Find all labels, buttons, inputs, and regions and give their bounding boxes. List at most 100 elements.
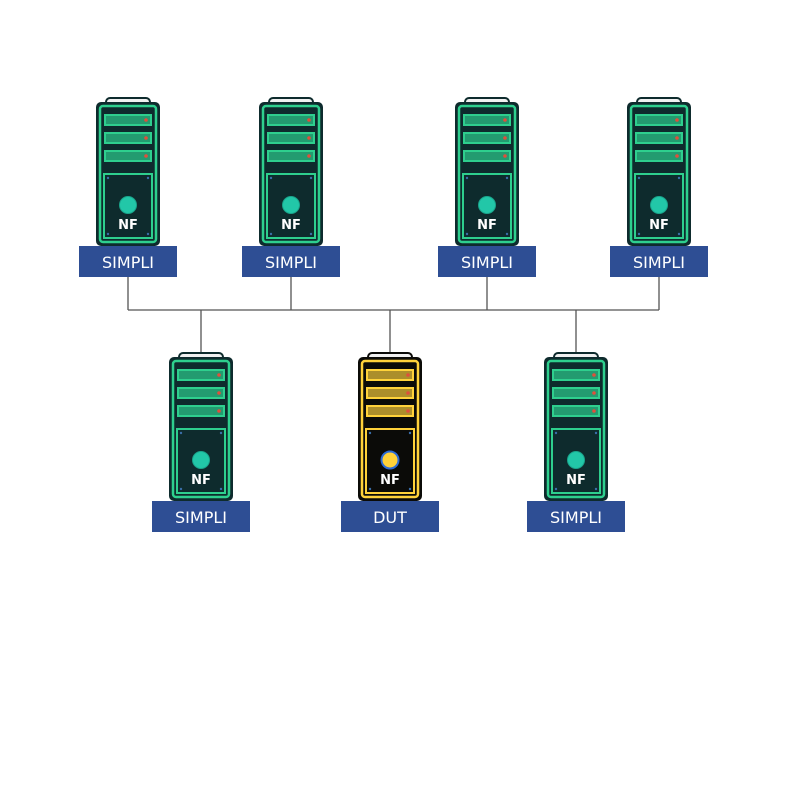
drive-bay-slot	[637, 134, 681, 142]
fan-icon	[282, 196, 300, 214]
drive-bay	[177, 405, 225, 417]
server-nodes: NFSIMPLINFSIMPLINFSIMPLINFSIMPLINFSIMPLI…	[79, 97, 708, 532]
drive-bay	[635, 132, 683, 144]
drive-bay	[635, 114, 683, 126]
node-label-box	[242, 246, 340, 277]
lower-panel	[176, 428, 226, 494]
panel-screw	[408, 487, 412, 491]
panel-screw	[677, 232, 681, 236]
led-indicator	[503, 118, 507, 122]
led-indicator	[503, 154, 507, 158]
drive-bay	[463, 132, 511, 144]
tower-frame	[261, 104, 321, 244]
drive-bay-slot	[637, 116, 681, 124]
led-indicator	[144, 136, 148, 140]
fan-icon	[380, 450, 400, 470]
led-indicator	[217, 409, 221, 413]
drive-bay	[463, 114, 511, 126]
panel-screw	[554, 487, 558, 491]
panel-screw	[465, 232, 469, 236]
fan-icon	[478, 196, 496, 214]
panel-screw	[219, 487, 223, 491]
drive-bay	[366, 387, 414, 399]
node-label: SIMPLI	[102, 253, 154, 272]
drive-bay-slot	[106, 116, 150, 124]
drive-bay	[267, 114, 315, 126]
drive-bay-slot	[106, 134, 150, 142]
tower-frame	[457, 104, 517, 244]
panel-screw	[505, 176, 509, 180]
drive-bay	[552, 369, 600, 381]
panel-screw	[594, 431, 598, 435]
led-indicator	[144, 118, 148, 122]
drive-bay	[177, 387, 225, 399]
node-label: SIMPLI	[175, 508, 227, 527]
fan-icon	[567, 451, 585, 469]
panel-screw	[465, 176, 469, 180]
bus-links	[127, 277, 660, 359]
drive-bay	[366, 405, 414, 417]
panel-screw	[146, 176, 150, 180]
drive-bay	[552, 405, 600, 417]
panel-screw	[179, 487, 183, 491]
node-label: SIMPLI	[265, 253, 317, 272]
nf-badge: NF	[191, 473, 211, 488]
drive-bay-slot	[554, 407, 598, 415]
panel-screw	[637, 176, 641, 180]
tower-frame	[546, 359, 606, 499]
drive-bay	[104, 150, 152, 162]
panel-screw	[677, 176, 681, 180]
tower-frame	[629, 104, 689, 244]
simpli-node-top-1: NF SIMPLI	[79, 97, 177, 277]
drive-bay-slot	[465, 134, 509, 142]
led-indicator	[307, 118, 311, 122]
drive-bay-slot	[179, 407, 223, 415]
simpli-node-top-4: NF SIMPLI	[610, 97, 708, 277]
node-label-box	[527, 501, 625, 532]
tower-frame	[360, 359, 420, 499]
drive-bay	[104, 114, 152, 126]
panel-screw	[594, 487, 598, 491]
panel-screw	[368, 487, 372, 491]
tower-frame	[171, 359, 231, 499]
drive-bay	[635, 150, 683, 162]
panel-screw	[368, 431, 372, 435]
node-label: SIMPLI	[633, 253, 685, 272]
node-label-box	[79, 246, 177, 277]
led-indicator	[503, 136, 507, 140]
drive-bay-slot	[465, 116, 509, 124]
node-label: SIMPLI	[461, 253, 513, 272]
drive-bay-slot	[269, 116, 313, 124]
led-indicator	[406, 373, 410, 377]
led-indicator	[307, 136, 311, 140]
led-indicator	[592, 409, 596, 413]
drive-bay-slot	[554, 389, 598, 397]
drive-bay-slot	[465, 152, 509, 160]
node-label-box	[341, 501, 439, 532]
drive-bay-slot	[269, 152, 313, 160]
drive-bay-slot	[368, 389, 412, 397]
drive-bay	[267, 132, 315, 144]
panel-screw	[554, 431, 558, 435]
tower-frame	[98, 104, 158, 244]
simpli-node-top-2: NF SIMPLI	[242, 97, 340, 277]
simpli-node-bottom-1: NF SIMPLI	[152, 352, 250, 532]
panel-screw	[269, 176, 273, 180]
nf-badge: NF	[118, 218, 138, 233]
led-indicator	[217, 373, 221, 377]
fan-icon	[119, 196, 137, 214]
led-indicator	[675, 118, 679, 122]
fan-icon	[192, 451, 210, 469]
panel-screw	[505, 232, 509, 236]
node-label: DUT	[373, 508, 407, 527]
nf-badge: NF	[649, 218, 669, 233]
drive-bay-slot	[106, 152, 150, 160]
drive-bay-slot	[368, 407, 412, 415]
led-indicator	[592, 373, 596, 377]
drive-bay-slot	[368, 371, 412, 379]
nf-badge: NF	[281, 218, 301, 233]
panel-screw	[269, 232, 273, 236]
